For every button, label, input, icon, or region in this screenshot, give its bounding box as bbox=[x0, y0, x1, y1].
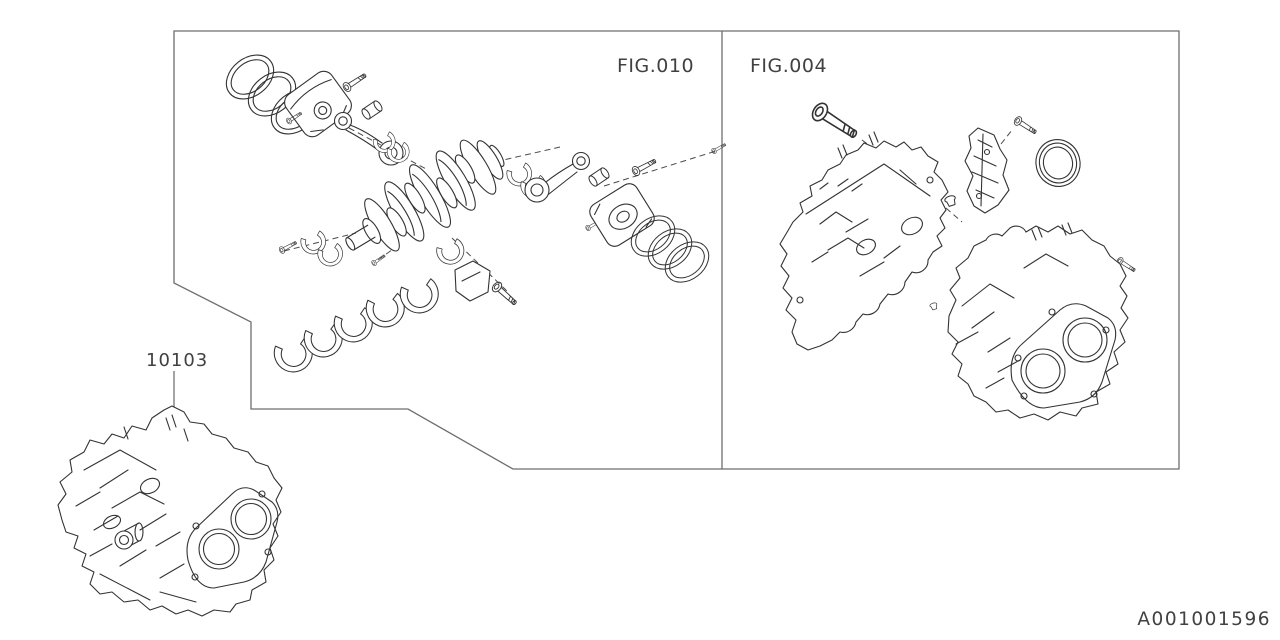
sealing-plug-small-icon bbox=[943, 194, 958, 208]
document-code: A001001596 bbox=[1137, 609, 1271, 630]
fig004-label[interactable]: FIG.004 bbox=[750, 55, 827, 77]
crankshaft-icon bbox=[345, 139, 505, 252]
short-block-assembly: 10103 bbox=[57, 350, 283, 617]
sealing-plug-tiny-icon bbox=[929, 301, 939, 311]
cover-bolt-icon bbox=[1012, 114, 1039, 137]
main-bearing-shells-icon bbox=[271, 277, 444, 377]
small-screw-far-left-icon bbox=[277, 238, 299, 255]
cylinder-block-left-half-icon bbox=[779, 131, 949, 351]
connecting-rod-right-icon bbox=[524, 151, 591, 203]
piston-pin-right-icon bbox=[586, 166, 612, 188]
block-through-bolt-icon bbox=[808, 99, 862, 144]
piston-right-icon bbox=[589, 183, 655, 247]
crankshaft-oil-seal-icon bbox=[1035, 139, 1081, 187]
figure-frame bbox=[173, 30, 1180, 470]
cylinder-block-right-half-icon bbox=[947, 222, 1129, 421]
tiny-screw-far-right-icon bbox=[710, 141, 728, 155]
piston-pin-bolt-icon bbox=[341, 70, 369, 94]
outer-border bbox=[173, 30, 1180, 470]
panel-fig004: FIG.004 bbox=[750, 55, 1138, 421]
rod-bearing-shells-left-icon bbox=[298, 229, 347, 270]
piston-pin-left-icon bbox=[359, 99, 385, 121]
oil-separator-cover-icon bbox=[964, 127, 1010, 214]
rod-bearing-shells-top-icon bbox=[371, 130, 413, 166]
bearing-cap-bolt-icon bbox=[489, 279, 520, 309]
part-number-label[interactable]: 10103 bbox=[146, 350, 208, 371]
panel-fig010: FIG.010 bbox=[217, 45, 728, 377]
short-block-icon bbox=[57, 405, 283, 617]
fig010-label[interactable]: FIG.010 bbox=[617, 55, 694, 77]
bearing-cap-icon bbox=[434, 237, 520, 309]
